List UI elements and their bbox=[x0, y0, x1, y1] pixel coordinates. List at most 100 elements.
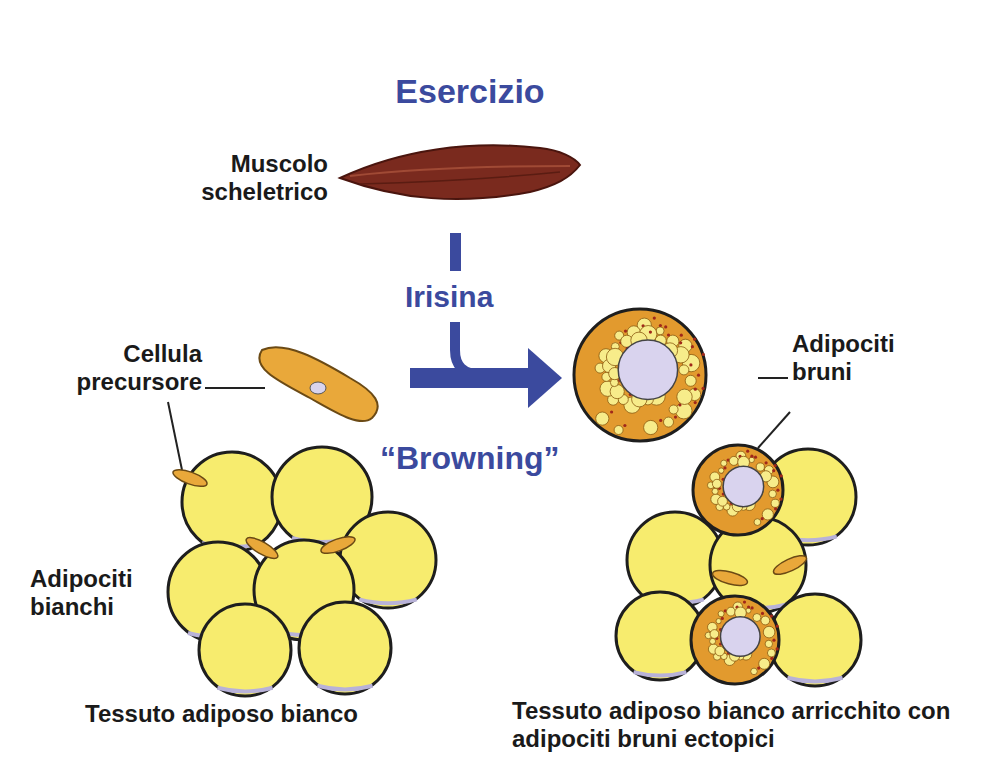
mitochondrion bbox=[689, 363, 692, 366]
mitochondrion bbox=[770, 657, 773, 660]
precursor-cell bbox=[319, 533, 357, 557]
mitochondrion bbox=[746, 450, 749, 453]
mitochondrion bbox=[770, 615, 773, 618]
lipid-droplet bbox=[769, 490, 777, 498]
lipid-droplet bbox=[664, 417, 674, 427]
mitochondrion bbox=[750, 455, 753, 458]
lipid-droplet bbox=[753, 614, 761, 622]
mitochondrion bbox=[680, 334, 683, 337]
white-adipocyte-nucleus bbox=[359, 599, 417, 603]
brown-adipocyte-nucleus bbox=[723, 466, 764, 507]
lipid-droplet bbox=[716, 619, 721, 624]
mitochondrion bbox=[697, 374, 700, 377]
lipid-droplet bbox=[644, 420, 658, 434]
mitochondrion bbox=[743, 601, 746, 604]
lipid-droplet bbox=[751, 668, 758, 675]
mitochondrion bbox=[702, 353, 705, 356]
mitochondrion bbox=[780, 474, 783, 477]
mitochondrion bbox=[765, 461, 768, 464]
arrow-head bbox=[528, 348, 562, 408]
lipid-droplet bbox=[610, 385, 624, 399]
label: Adipociti bianchi bbox=[30, 565, 165, 620]
lipid-droplet bbox=[767, 649, 775, 657]
precursor-cell bbox=[243, 534, 280, 562]
label: Adipociti bruni bbox=[792, 330, 942, 385]
white-adipocyte-nucleus bbox=[317, 686, 372, 690]
white-adipocyte-nucleus bbox=[634, 672, 687, 676]
white-adipocyte bbox=[182, 452, 282, 552]
lipid-droplet bbox=[710, 638, 716, 644]
lipid-droplet bbox=[719, 468, 724, 473]
mitochondrion bbox=[667, 333, 670, 336]
leader-line bbox=[758, 377, 788, 379]
label: Irisina bbox=[405, 280, 525, 315]
lipid-droplet bbox=[727, 607, 736, 616]
mitochondrion bbox=[691, 345, 694, 348]
label: Tessuto adiposo bianco bbox=[85, 700, 415, 728]
lipid-droplet bbox=[712, 488, 718, 494]
mitochondrion bbox=[723, 466, 726, 469]
mitochondrion bbox=[776, 647, 779, 650]
lipid-droplet bbox=[729, 456, 738, 465]
lipid-droplet bbox=[712, 479, 721, 488]
mitochondrion bbox=[659, 419, 662, 422]
mitochondrion bbox=[772, 639, 775, 642]
mitochondrion bbox=[757, 667, 760, 670]
mitochondrion bbox=[664, 325, 667, 328]
mitochondrion bbox=[747, 605, 750, 608]
lipid-droplet bbox=[614, 426, 623, 435]
label: “Browning” bbox=[380, 440, 610, 477]
brown-adipocyte bbox=[574, 309, 706, 441]
brown-adipocyte bbox=[691, 596, 779, 684]
lipid-droplet bbox=[762, 509, 773, 520]
mitochondrion bbox=[678, 403, 681, 406]
arrow-stem bbox=[450, 233, 461, 271]
precursor-cell bbox=[711, 568, 749, 589]
leader-line bbox=[205, 387, 265, 389]
precursor-cell bbox=[771, 552, 809, 578]
lipid-droplet bbox=[759, 658, 770, 669]
mitochondrion bbox=[761, 612, 764, 615]
white-adipocyte-nucleus bbox=[787, 678, 842, 682]
mitochondrion bbox=[776, 489, 779, 492]
label: Muscolo scheletrico bbox=[170, 150, 328, 205]
lipid-droplet bbox=[761, 616, 770, 625]
mitochondrion bbox=[772, 469, 775, 472]
adipocytes bbox=[168, 309, 861, 696]
mitochondrion bbox=[754, 456, 757, 459]
lipid-droplet bbox=[771, 499, 779, 507]
precursor-cell bbox=[259, 347, 377, 421]
brown-adipocyte-nucleus bbox=[720, 617, 760, 657]
white-adipocyte bbox=[199, 604, 291, 696]
mitochondrion bbox=[610, 410, 613, 413]
lipid-droplet bbox=[679, 365, 689, 375]
mitochondrion bbox=[674, 416, 677, 419]
leader-line bbox=[168, 402, 182, 470]
lipid-droplet bbox=[763, 626, 775, 638]
mitochondrion bbox=[779, 498, 782, 501]
lipid-droplet bbox=[756, 463, 764, 471]
leader-line bbox=[758, 412, 790, 448]
arrow-merge bbox=[455, 322, 480, 374]
white-adipocyte bbox=[299, 602, 391, 694]
lipid-droplet bbox=[721, 460, 727, 466]
mitochondrion bbox=[776, 625, 779, 628]
lipid-droplet bbox=[718, 611, 724, 617]
brown-adipocyte bbox=[693, 445, 783, 535]
mitochondrion bbox=[659, 324, 662, 327]
mitochondrion bbox=[774, 507, 777, 510]
mitochondrion bbox=[624, 330, 627, 333]
lipid-droplet bbox=[677, 389, 692, 404]
lipid-droplet bbox=[656, 327, 664, 335]
title: Esercizio bbox=[340, 72, 600, 111]
mitochondrion bbox=[694, 401, 697, 404]
mitochondrion bbox=[649, 331, 652, 334]
lipid-droplet bbox=[710, 630, 719, 639]
mitochondrion bbox=[761, 517, 764, 520]
mitochondrion bbox=[774, 464, 777, 467]
lipid-droplet bbox=[754, 519, 761, 526]
mitochondrion bbox=[694, 388, 697, 391]
mitochondrion bbox=[623, 424, 626, 427]
mitochondrion bbox=[679, 341, 682, 344]
muscle-fiber bbox=[360, 172, 560, 184]
